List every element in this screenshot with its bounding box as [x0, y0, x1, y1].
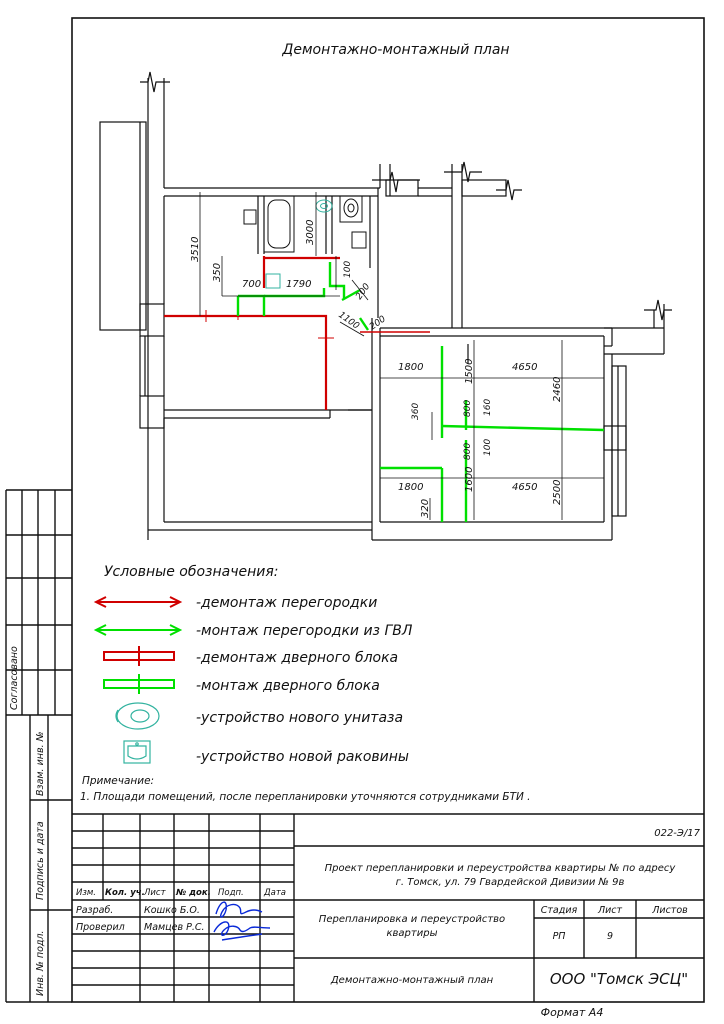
legend-demolish-partition-symbol [93, 596, 183, 608]
dim-1800-lower: 1800 [398, 482, 423, 493]
legend-demolish-door-symbol [103, 646, 175, 666]
sheet-label: Лист [597, 905, 623, 916]
bathtub [263, 195, 295, 253]
dim-1500: 1500 [464, 359, 475, 384]
dim-1100: 1100 [336, 310, 361, 331]
dim-100-top: 100 [343, 261, 353, 278]
signature-checker [213, 921, 271, 941]
dim-4650-lower: 4650 [512, 482, 537, 493]
legend-item-demolish-partition: -демонтаж перегородки [196, 595, 377, 611]
dim-350: 350 [212, 263, 223, 282]
dim-4650-upper: 4650 [512, 362, 537, 373]
stage-value: РП [553, 931, 566, 942]
project-line-1: Проект перепланировки и переустройства к… [325, 863, 677, 874]
paper-format: Формат А4 [541, 1006, 604, 1019]
new-fixtures-plan [265, 199, 333, 289]
legend-labels: -демонтаж перегородки -монтаж перегородк… [196, 595, 413, 765]
col-izm: Изм. [76, 888, 96, 898]
demolish-partition [164, 314, 328, 410]
legend-sink-icon [123, 740, 151, 764]
new-sink-plan-icon [265, 273, 281, 289]
dim-1600: 1600 [464, 467, 475, 492]
col-date: Дата [263, 888, 286, 898]
company-name: ООО "Томск ЭСЦ" [550, 970, 688, 988]
col-kol: Кол. уч. [105, 888, 145, 898]
work-title-line-1: Перепланировка и переустройство [319, 914, 505, 925]
row-name-checker: Мамцев Р.С. [144, 922, 205, 933]
plumbing-fixtures [243, 195, 367, 253]
col-list: Лист [143, 888, 167, 898]
stamp-inv-sub: Взам. инв. № [35, 731, 46, 796]
row-role-developer: Разраб. [76, 905, 113, 916]
dim-360: 360 [411, 403, 421, 420]
legend-item-demolish-door: -демонтаж дверного блока [196, 650, 398, 666]
sheets-label: Листов [651, 905, 688, 916]
legend-item-install-partition: -монтаж перегородки из ГВЛ [196, 623, 413, 639]
floor-plan [99, 71, 672, 541]
legend-install-partition-symbol [93, 624, 183, 636]
note-text: 1. Площади помещений, после перепланиров… [80, 791, 531, 803]
work-title-line-2: квартиры [387, 928, 438, 939]
side-stamp-labels: Согласовано Взам. инв. № Подпись и дата … [9, 646, 46, 996]
legend-item-install-door: -монтаж дверного блока [196, 678, 380, 694]
col-doc: № док. [175, 888, 211, 898]
new-toilet-plan-icon [315, 199, 333, 213]
signature-developer [215, 901, 263, 918]
toilet-existing [339, 195, 363, 223]
legend-title: Условные обозначения: [104, 564, 278, 580]
drawing-name: Демонтажно-монтажный план [330, 975, 494, 986]
doc-code: 022-Э/17 [654, 828, 700, 839]
dim-160: 160 [483, 399, 493, 416]
sheet-frame [71, 17, 705, 1003]
dim-200-top: 200 [354, 282, 372, 302]
dim-1790: 1790 [286, 279, 311, 290]
dim-100-right: 100 [483, 439, 493, 456]
sink-existing [351, 231, 367, 249]
dim-3510: 3510 [190, 237, 201, 262]
dim-800-upper: 800 [463, 400, 473, 417]
title-block [72, 813, 704, 1002]
legend-toilet-icon [115, 702, 160, 730]
stamp-agreed: Согласовано [9, 646, 20, 710]
col-sign: Подп. [218, 888, 244, 898]
plan-title: Демонтажно-монтажный план [281, 42, 509, 58]
dim-2500: 2500 [552, 480, 563, 505]
dim-2460: 2460 [552, 377, 563, 402]
sheet-value: 9 [607, 931, 613, 942]
legend-item-new-toilet: -устройство нового унитаза [196, 710, 403, 726]
stage-label: Стадия [541, 905, 578, 916]
title-block-text: 022-Э/17 Проект перепланировки и переуст… [76, 828, 701, 1019]
dim-800-lower: 800 [463, 443, 473, 460]
dim-700: 700 [242, 279, 261, 290]
row-name-developer: Кошко Б.О. [144, 905, 200, 916]
legend-item-new-sink: -устройство новой раковины [196, 749, 409, 765]
project-line-2: г. Томск, ул. 79 Гвардейской Дивизии № 9… [396, 877, 625, 888]
dim-1800-upper: 1800 [398, 362, 423, 373]
side-stamp [5, 489, 72, 1003]
row-role-checker: Проверил [76, 922, 125, 933]
demolition-marks [164, 256, 430, 410]
dim-320: 320 [420, 499, 431, 518]
dim-3000: 3000 [305, 220, 316, 245]
legend-install-door-symbol [103, 674, 175, 694]
note-title: Примечание: [82, 775, 154, 787]
legend-symbols [93, 596, 183, 764]
dimension-labels: 3510 3000 350 700 1790 100 200 1100 200 … [190, 220, 563, 518]
stamp-sign-date: Подпись и дата [35, 821, 46, 900]
signatures [213, 901, 271, 941]
stamp-inv-orig: Инв. № подл. [35, 930, 46, 996]
dim-200-mid: 200 [368, 314, 388, 332]
dimension-lines [199, 192, 604, 520]
